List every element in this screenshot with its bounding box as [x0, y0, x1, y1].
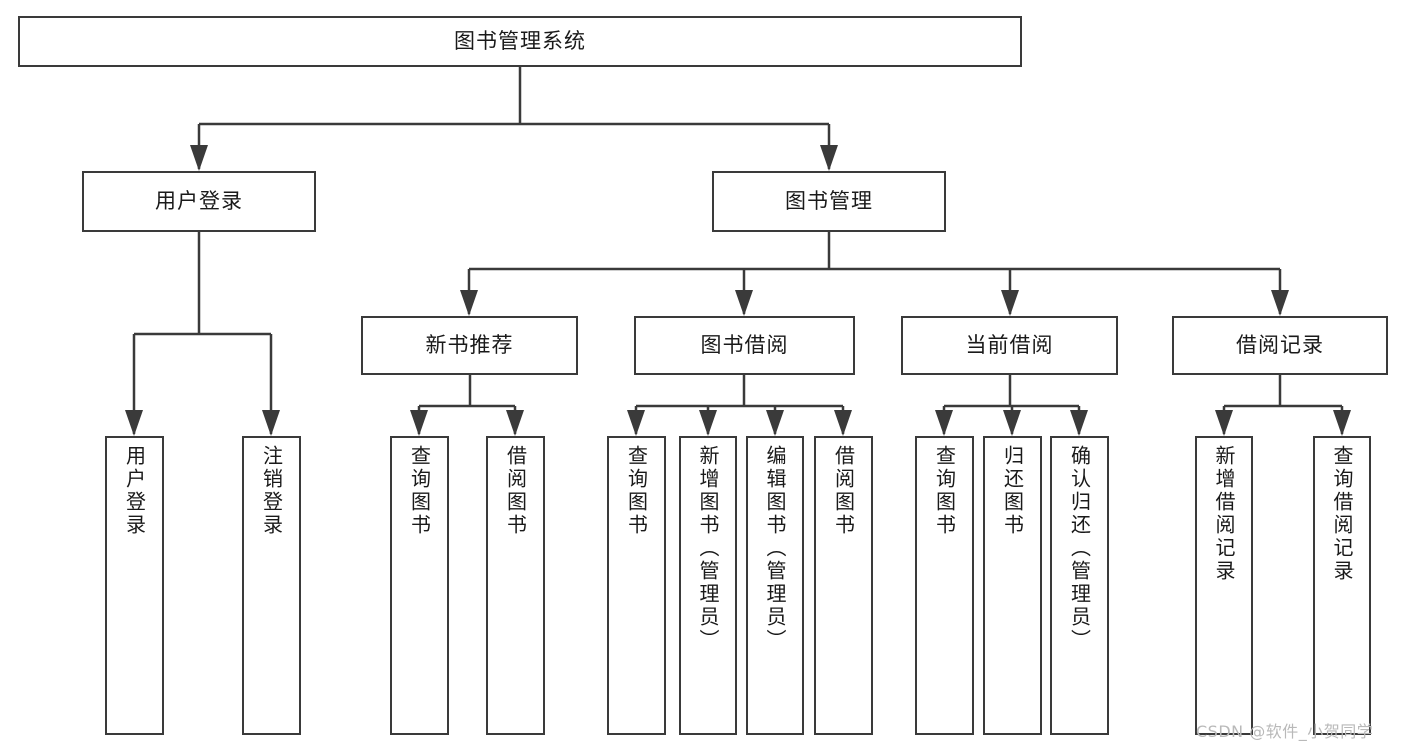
node-label: 图书管理系统 — [454, 28, 586, 53]
node-label: 借阅记录 — [1236, 332, 1324, 357]
node-label: 当前借阅 — [965, 332, 1054, 357]
leaf-leaf-logout[interactable]: 注销登录 — [242, 436, 301, 735]
node-label: 图书借阅 — [700, 332, 789, 357]
node-label: 查询图书 — [407, 445, 432, 537]
node-label: 用户登录 — [122, 445, 147, 537]
node-label: 新增借阅记录 — [1212, 445, 1236, 583]
leaf-leaf-edit-book[interactable]: 编辑图书（管理员） — [746, 436, 804, 735]
leaf-leaf-query-book-brw[interactable]: 查询图书 — [607, 436, 666, 735]
node-label: 图书管理 — [785, 188, 873, 213]
node-label: 查询借阅记录 — [1330, 445, 1354, 583]
node-book-manage[interactable]: 图书管理 — [712, 171, 946, 232]
leaf-leaf-borrow-book-rec[interactable]: 借阅图书 — [486, 436, 545, 735]
leaf-leaf-user-login[interactable]: 用户登录 — [105, 436, 164, 735]
node-label: 归还图书 — [1000, 445, 1025, 537]
node-label: 用户登录 — [155, 188, 243, 213]
node-current-borrow[interactable]: 当前借阅 — [901, 316, 1118, 375]
node-new-book-rec[interactable]: 新书推荐 — [361, 316, 578, 375]
node-label: 借阅图书 — [503, 445, 528, 537]
leaf-leaf-add-book[interactable]: 新增图书（管理员） — [679, 436, 737, 735]
csdn-watermark: CSDN @软件_小贺同学 — [1196, 722, 1374, 741]
leaf-leaf-return-book[interactable]: 归还图书 — [983, 436, 1042, 735]
node-label: 新增图书（管理员） — [696, 445, 720, 652]
leaf-leaf-query-record[interactable]: 查询借阅记录 — [1313, 436, 1371, 735]
node-label: 注销登录 — [259, 445, 284, 537]
node-label: 查询图书 — [624, 445, 649, 537]
leaf-leaf-confirm-return[interactable]: 确认归还（管理员） — [1050, 436, 1109, 735]
node-label: 确认归还（管理员） — [1067, 445, 1092, 652]
node-label: 新书推荐 — [425, 332, 514, 357]
leaf-leaf-add-record[interactable]: 新增借阅记录 — [1195, 436, 1253, 735]
node-label: 借阅图书 — [831, 445, 856, 537]
node-book-borrow[interactable]: 图书借阅 — [634, 316, 855, 375]
node-label: 编辑图书（管理员） — [763, 445, 787, 652]
node-borrow-record[interactable]: 借阅记录 — [1172, 316, 1388, 375]
node-user-login[interactable]: 用户登录 — [82, 171, 316, 232]
leaf-leaf-borrow-book-brw[interactable]: 借阅图书 — [814, 436, 873, 735]
leaf-leaf-query-book-cur[interactable]: 查询图书 — [915, 436, 974, 735]
node-label: 查询图书 — [932, 445, 957, 537]
node-root[interactable]: 图书管理系统 — [18, 16, 1022, 67]
leaf-leaf-query-book-rec[interactable]: 查询图书 — [390, 436, 449, 735]
